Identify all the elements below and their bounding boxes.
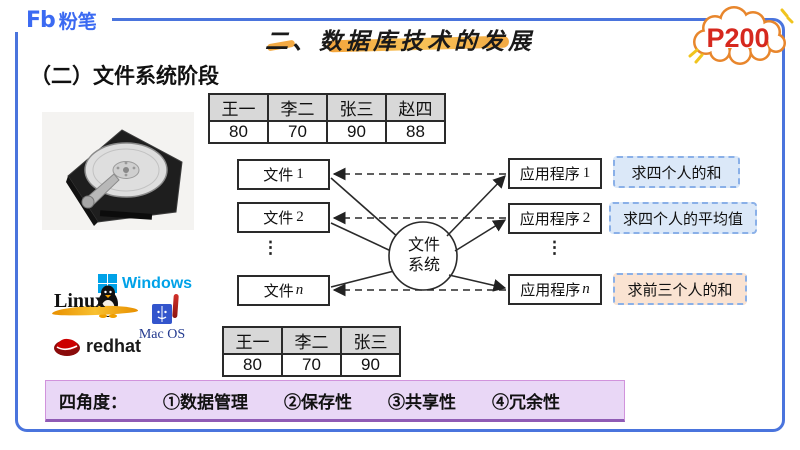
table-value-row: 80 70 90 88 xyxy=(208,120,446,144)
table-cell: 张三 xyxy=(340,326,401,355)
fenbi-logo: Fb 粉笔 xyxy=(26,7,97,34)
table-cell: 80 xyxy=(222,353,283,377)
macos-logo-text: Mac OS xyxy=(138,327,186,342)
hard-disk-image xyxy=(42,112,194,230)
os-logos-group: Windows Linux Mac OS xyxy=(40,258,205,373)
annotation-average-of-four: 求四个人的平均值 xyxy=(609,202,757,234)
windows-logo-text: Windows xyxy=(122,274,193,292)
fenbi-logo-text: 粉笔 xyxy=(58,12,97,33)
table-cell: 李二 xyxy=(281,326,342,355)
sparkle-marks xyxy=(688,8,794,64)
linux-logo: Linux xyxy=(51,290,144,317)
table-cell: 90 xyxy=(340,353,401,377)
four-angles-prefix: 四角度： xyxy=(59,392,127,412)
angle-item-sharing: ③共享性 xyxy=(388,392,456,412)
macos-logo: Mac OS xyxy=(132,304,192,343)
redhat-logo: redhat xyxy=(52,334,141,358)
files-ellipsis: ⋮ xyxy=(262,238,279,257)
table-value-row: 80 70 90 xyxy=(222,353,401,377)
macos-logo-icon xyxy=(152,304,172,324)
table-cell: 70 xyxy=(267,120,328,144)
table-cell: 张三 xyxy=(326,93,387,122)
slide-title-text: 二、数据库技术的发展 xyxy=(265,29,535,54)
angle-item-data-management: ①数据管理 xyxy=(163,392,248,412)
top-score-table: 王一 李二 张三 赵四 80 70 90 88 xyxy=(208,93,446,144)
apps-ellipsis: ⋮ xyxy=(546,238,563,257)
table-cell: 王一 xyxy=(208,93,269,122)
page-number-text: P200 xyxy=(706,23,769,53)
page-number-badge: P200 xyxy=(688,6,794,65)
table-cell: 王一 xyxy=(222,326,283,355)
table-cell: 88 xyxy=(385,120,446,144)
angle-item-persistence: ②保存性 xyxy=(284,392,352,412)
annotation-sum-of-first-three: 求前三个人的和 xyxy=(613,273,747,305)
slide-title: 二、数据库技术的发展 xyxy=(265,22,535,56)
angle-item-redundancy: ④冗余性 xyxy=(492,392,560,412)
table-cell: 80 xyxy=(208,120,269,144)
table-cell: 70 xyxy=(281,353,342,377)
linux-logo-text: Linux xyxy=(54,290,106,312)
fenbi-fb-icon: Fb xyxy=(26,8,56,33)
table-cell: 李二 xyxy=(267,93,328,122)
file-system-label: 文件 系统 xyxy=(407,237,440,274)
table-header-row: 王一 李二 张三 赵四 xyxy=(208,93,446,122)
redhat-logo-text: redhat xyxy=(86,335,142,356)
redhat-logo-icon xyxy=(54,338,80,356)
section-heading: （二）文件系统阶段 xyxy=(30,65,219,88)
cloud-icon xyxy=(688,6,794,65)
four-angles-bar: 四角度： ①数据管理 ②保存性 ③共享性 ④冗余性 xyxy=(45,380,625,422)
annotation-sum-of-four: 求四个人的和 xyxy=(613,156,740,188)
table-cell: 赵四 xyxy=(385,93,446,122)
slide-border-frame xyxy=(15,18,785,432)
table-cell: 90 xyxy=(326,120,387,144)
frame-corner-gap xyxy=(10,6,112,32)
bottom-score-table: 王一 李二 张三 80 70 90 xyxy=(222,326,401,377)
table-header-row: 王一 李二 张三 xyxy=(222,326,401,355)
